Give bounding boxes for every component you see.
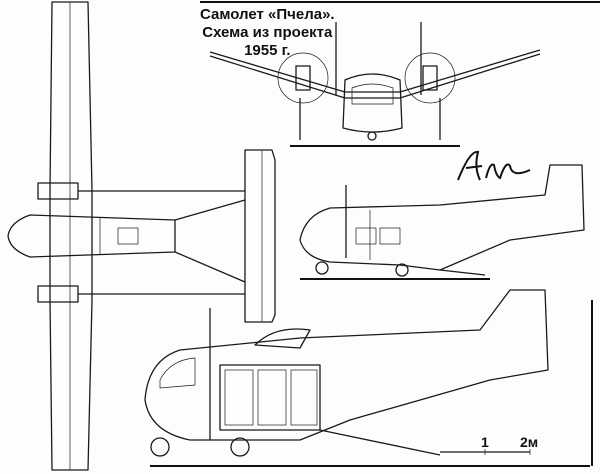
propeller-disc-right: [404, 52, 456, 104]
tail-plan: [244, 149, 276, 323]
side-view-small: [299, 164, 585, 280]
scale-mark-2: 2м: [520, 434, 539, 450]
side-view-large: [144, 289, 549, 457]
front-view: [209, 22, 541, 147]
fuselage-side-small: [299, 164, 585, 271]
engine-nacelle-left: [37, 182, 79, 200]
antonov-logo: [457, 150, 531, 181]
title-line-1: Самолет «Пчела».: [200, 6, 335, 23]
title-line-3: 1955 г.: [244, 42, 291, 59]
nose-wheel: [150, 437, 170, 457]
loading-ramp: [319, 429, 441, 456]
scale-mark-1: 1: [481, 434, 489, 450]
fuselage-plan: [7, 214, 176, 258]
title-line-2: Схема из проекта: [202, 24, 333, 41]
fuselage-side-large: [144, 289, 549, 441]
fuselage-front: [342, 73, 403, 133]
propeller-disc-left: [277, 52, 329, 104]
main-wheel: [230, 437, 250, 457]
wing-plan: [49, 1, 93, 471]
wing-front: [209, 49, 541, 93]
engine-nacelle-right: [37, 285, 79, 303]
drawing-title: Самолет «Пчела». Схема из проекта 1955 г…: [200, 6, 335, 60]
top-view: [7, 1, 276, 471]
cargo-cabin-cutaway: [219, 364, 321, 431]
